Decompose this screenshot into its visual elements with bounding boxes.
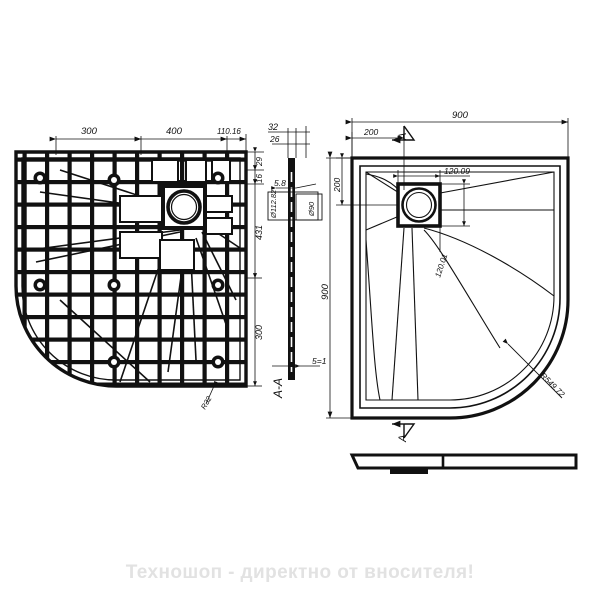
plan-dim-200-y: 200: [332, 178, 342, 193]
dim-16-label: 16: [255, 174, 264, 183]
plan-radius-label: R549.72: [539, 371, 567, 399]
section-mark-top: [392, 125, 416, 144]
dim-5-1-label: 5=1: [312, 356, 327, 366]
diameter-90-label: Ø90: [307, 201, 316, 217]
plan-dim-900-width: 900: [452, 110, 469, 121]
side-body: [349, 453, 578, 470]
plan-drain-height-dim: [398, 179, 470, 252]
side-elevation-view: [349, 453, 578, 474]
dim-29-label: 29: [255, 157, 264, 167]
dim-300-label: 300: [81, 126, 98, 137]
tray-inner-outline: [21, 157, 241, 381]
section-top-dims: [268, 126, 310, 158]
side-drain-boss: [390, 468, 428, 474]
section-a-a: 32 26 5.8 Ø112.82 Ø90 5=1 A-A: [267, 122, 327, 399]
dim-26-label: 26: [269, 134, 280, 144]
support-feet: [33, 171, 225, 369]
dim-431-label: 431: [254, 225, 264, 240]
dim-58-leader: [271, 183, 317, 190]
plan-drain-width-dim: [393, 170, 470, 188]
bottom-grid-view: 300 400 110.16 29 16 431 300: [14, 126, 264, 411]
plan-radius-leader: [502, 338, 563, 399]
plan-height-dim: [326, 151, 352, 419]
dim-5-8-label: 5.8: [274, 178, 286, 188]
diameter-box-right: [295, 193, 323, 221]
radius-leader: [205, 380, 218, 405]
dim-32-label: 32: [268, 122, 278, 132]
drain-opening: [161, 184, 207, 230]
section-mark-top-label: A: [397, 133, 409, 141]
watermark-text: Техношоп - директно от вносителя!: [125, 562, 475, 583]
plan-dim-200-x: 200: [363, 127, 378, 137]
right-dimension-chain: [246, 147, 264, 387]
radius-r32-label: R32: [199, 394, 214, 411]
plan-dim-120-09: 120.09: [444, 166, 470, 176]
plan-inner-rim: [359, 165, 561, 409]
plan-outline: [350, 156, 570, 420]
top-dimension-chain: [49, 134, 247, 155]
top-plan-view: 900 200 120.09 200: [320, 110, 570, 443]
plan-basin-edge: [365, 171, 555, 401]
section-profile-top: [288, 158, 295, 168]
plan-dim-120-01: 120.01: [433, 253, 449, 279]
tray-outline: [14, 150, 248, 388]
plan-drain: [396, 182, 442, 228]
section-label-a-a: A-A: [271, 378, 285, 399]
slope-facets: [365, 171, 555, 401]
plan-dim-900-height: 900: [320, 283, 331, 300]
diameter-112-82-label: Ø112.82: [269, 189, 278, 219]
diameter-box-left: [267, 191, 319, 221]
dim-110-16-label: 110.16: [217, 127, 241, 136]
dim-300r-label: 300: [254, 325, 264, 340]
section-mark-bottom: [392, 420, 416, 439]
dim-400-label: 400: [166, 126, 183, 137]
section-mark-bottom-label: A: [397, 435, 409, 443]
